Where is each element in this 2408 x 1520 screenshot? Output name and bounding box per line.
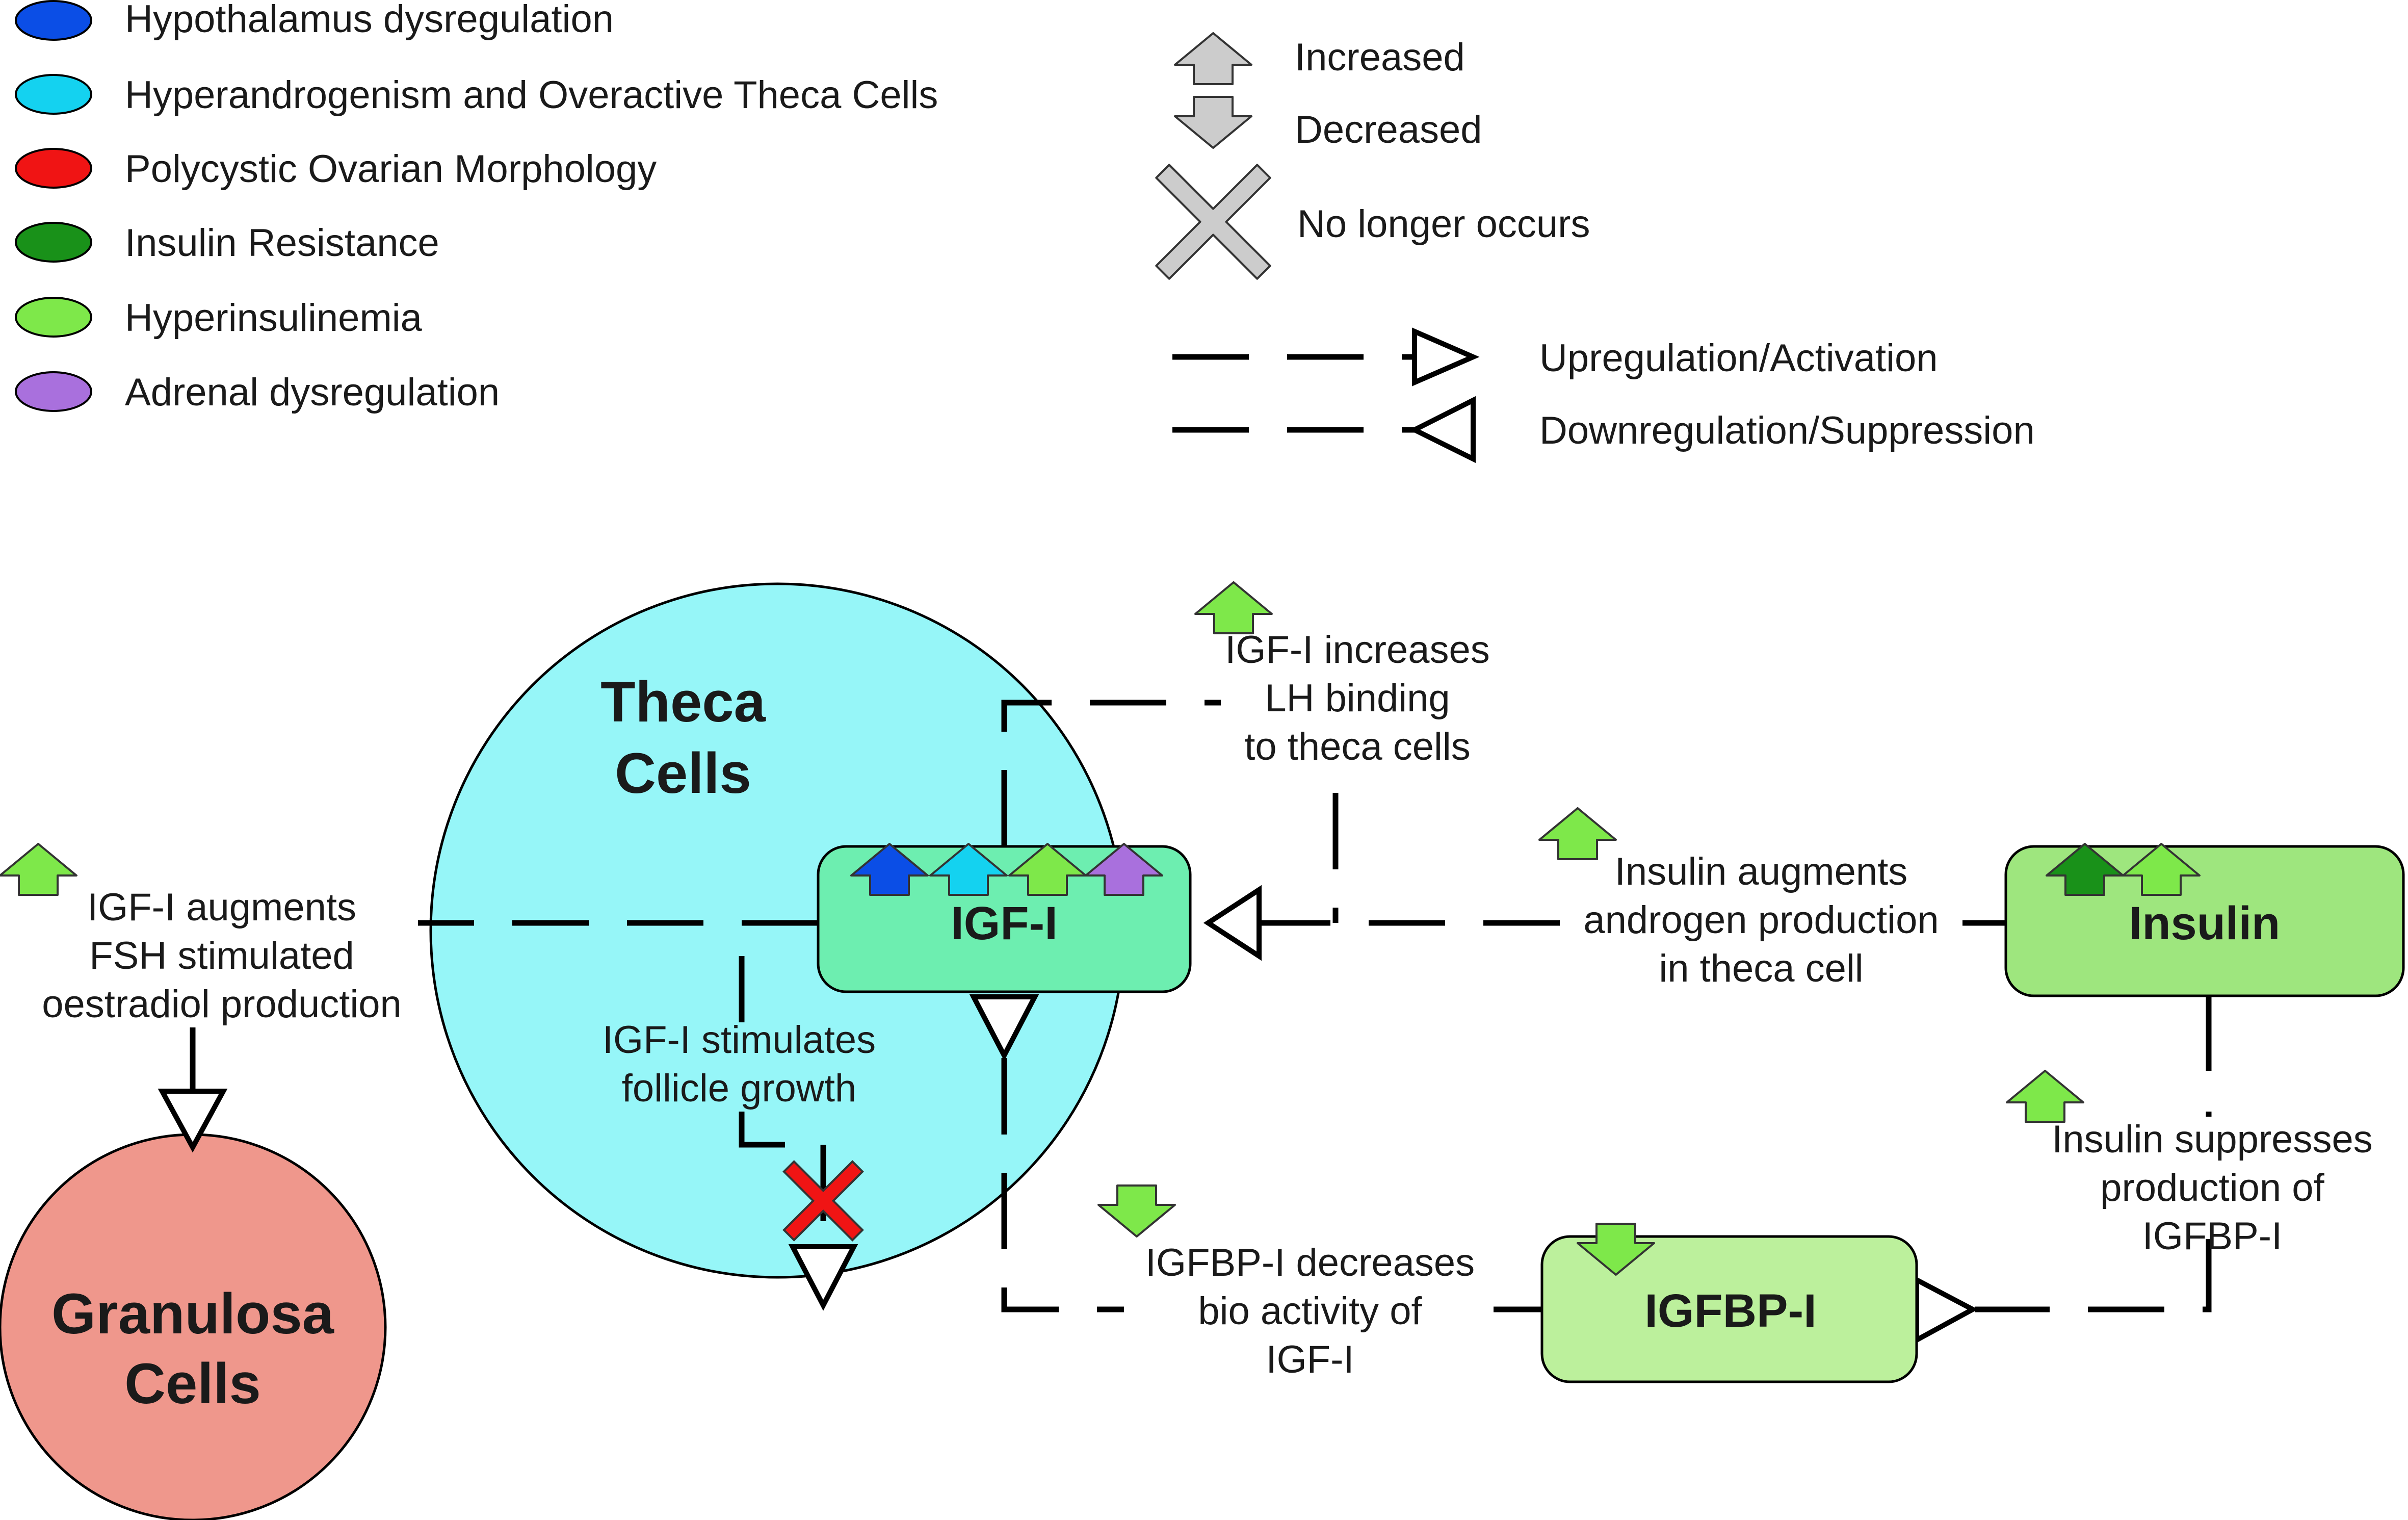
- insulin-node-label: Insulin: [2129, 897, 2280, 949]
- no-longer-occurs-label: No longer occurs: [1297, 202, 1590, 246]
- annotation-suppress-line2: production of: [2100, 1166, 2324, 1209]
- legend-item-hypothalamus: Hypothalamus dysregulation: [15, 0, 614, 41]
- annotation-bio-line1: IGFBP-I decreases: [1145, 1241, 1475, 1284]
- igf-node-label: IGF-I: [951, 897, 1058, 949]
- igfbp-igf-triangle-icon: [969, 994, 1039, 1061]
- igfbp-node-label: IGFBP-I: [1644, 1285, 1816, 1337]
- legend-label-hyperandrogenism: Hyperandrogenism and Overactive Theca Ce…: [125, 73, 938, 117]
- symbol-legend: Increased Decreased No longer occurs Upr…: [1155, 32, 2035, 463]
- annotation-fsh-line1: IGF-I augments: [87, 886, 356, 929]
- legend-item-adrenal: Adrenal dysregulation: [15, 371, 500, 414]
- upregulation-legend-line: [1172, 327, 1480, 387]
- annotation-androgen-line1: Insulin augments: [1615, 850, 1908, 893]
- annotation-suppress: Insulin suppresses production of IGFBP-I: [2052, 1118, 2372, 1258]
- annotation-lh-line1: IGF-I increases: [1225, 628, 1489, 672]
- category-legend: Hypothalamus dysregulation Hyperandrogen…: [15, 0, 938, 414]
- increased-label: Increased: [1295, 36, 1465, 79]
- legend-item-insulin-resistance: Insulin Resistance: [15, 221, 439, 265]
- granulosa-cells-label-line2: Cells: [124, 1352, 261, 1415]
- decreased-label: Decreased: [1295, 108, 1482, 151]
- legend-item-hyperinsulinemia: Hyperinsulinemia: [15, 296, 423, 340]
- downregulation-legend-line: [1172, 396, 1476, 463]
- legend-label-adrenal: Adrenal dysregulation: [125, 371, 500, 414]
- annotation-bio: IGFBP-I decreases bio activity of IGF-I: [1145, 1241, 1475, 1381]
- igf-to-lh-connector: [1001, 700, 1221, 846]
- upregulation-triangle-icon: [1412, 327, 1480, 387]
- legend-swatch-adrenal: [15, 371, 92, 412]
- androgen-up-arrow-icon: [1538, 807, 1617, 860]
- insulin-igf-suppression-triangle-icon: [1203, 885, 1262, 961]
- theca-cells-label-line2: Cells: [615, 741, 751, 805]
- suppress-to-igfbp-connector: [1975, 1239, 2212, 1312]
- downregulation-label: Downregulation/Suppression: [1539, 409, 2035, 452]
- annotation-fsh: IGF-I augments FSH stimulated oestradiol…: [42, 886, 402, 1026]
- annotation-suppress-line1: Insulin suppresses: [2052, 1118, 2372, 1161]
- legend-swatch-hypothalamus: [15, 0, 92, 41]
- annotation-bio-line2: bio activity of: [1198, 1290, 1422, 1333]
- insulin-igfbp-triangle-icon: [1914, 1275, 1978, 1345]
- lh-binding-up-arrow-icon: [1194, 581, 1273, 634]
- legend-label-hyperinsulinemia: Hyperinsulinemia: [125, 296, 423, 340]
- upregulation-label: Upregulation/Activation: [1539, 337, 1938, 380]
- legend-item-polycystic: Polycystic Ovarian Morphology: [15, 147, 657, 191]
- decreased-arrow-icon: [1174, 96, 1252, 149]
- annotation-lh: IGF-I increases LH binding to theca cell…: [1225, 628, 1489, 768]
- annotation-follicle: IGF-I stimulates follicle growth: [603, 1018, 876, 1110]
- annotation-lh-line3: to theca cells: [1244, 725, 1471, 768]
- granulosa-activation-triangle-icon: [158, 1089, 228, 1153]
- legend-item-hyperandrogenism: Hyperandrogenism and Overactive Theca Ce…: [15, 73, 938, 117]
- legend-swatch-hyperandrogenism: [15, 74, 92, 115]
- legend-swatch-polycystic: [15, 148, 92, 189]
- annotation-follicle-line2: follicle growth: [622, 1067, 856, 1110]
- follicle-activation-triangle-icon: [788, 1244, 858, 1311]
- theca-cells-label-line1: Theca: [600, 670, 766, 734]
- legend-swatch-insulin-resistance: [15, 222, 92, 263]
- igf-node: [817, 845, 1192, 993]
- suppress-up-arrow-icon: [2006, 1070, 2084, 1123]
- no-longer-occurs-x-icon: [1155, 164, 1271, 280]
- annotation-androgen-line2: androgen production: [1583, 898, 1939, 942]
- igf-down-connector: [1001, 1058, 1124, 1312]
- annotation-fsh-line2: FSH stimulated: [89, 934, 354, 977]
- annotation-fsh-line3: oestradiol production: [42, 983, 402, 1026]
- downregulation-triangle-icon: [1408, 396, 1476, 463]
- annotation-androgen-line3: in theca cell: [1659, 947, 1863, 990]
- fsh-up-arrow-icon: [0, 843, 77, 896]
- legend-label-insulin-resistance: Insulin Resistance: [125, 221, 439, 265]
- annotation-lh-line2: LH binding: [1265, 677, 1450, 720]
- legend-swatch-hyperinsulinemia: [15, 297, 92, 338]
- annotation-follicle-line1: IGF-I stimulates: [603, 1018, 876, 1062]
- legend-label-hypothalamus: Hypothalamus dysregulation: [125, 0, 614, 41]
- granulosa-cells-label-line1: Granulosa: [51, 1282, 334, 1346]
- bio-activity-down-arrow-icon: [1097, 1184, 1176, 1238]
- increased-arrow-icon: [1174, 32, 1252, 85]
- annotation-bio-line3: IGF-I: [1266, 1338, 1354, 1381]
- follicle-blocked-x-icon: [782, 1160, 864, 1242]
- legend-label-polycystic: Polycystic Ovarian Morphology: [125, 147, 657, 191]
- annotation-androgen: Insulin augments androgen production in …: [1583, 850, 1939, 990]
- annotation-suppress-line3: IGFBP-I: [2142, 1215, 2282, 1258]
- igfbp-node: [1540, 1235, 1918, 1383]
